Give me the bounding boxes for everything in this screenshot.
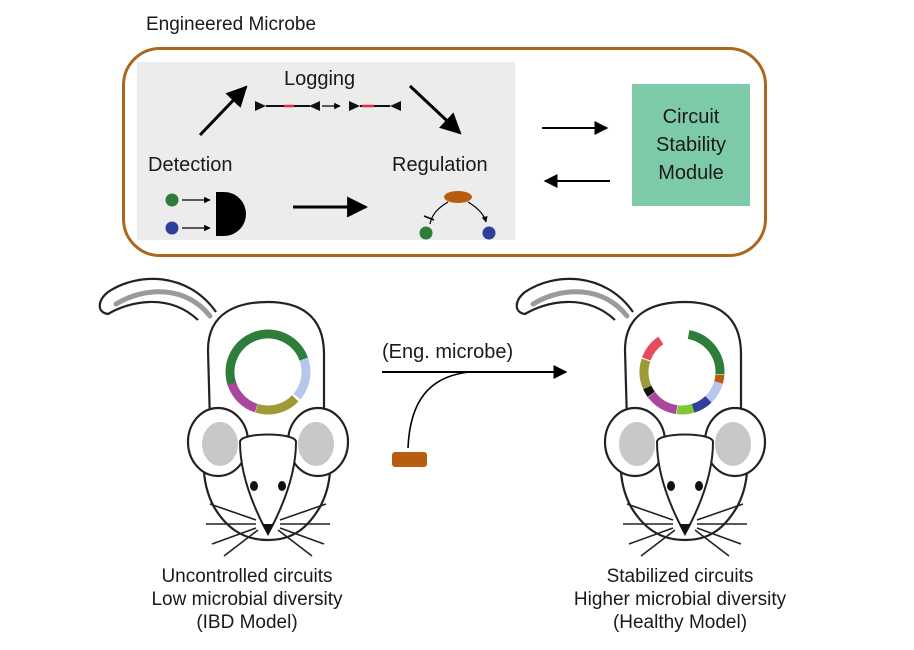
repression-line bbox=[429, 201, 449, 225]
right-mouse-icon bbox=[517, 279, 765, 556]
engineered-microbe-box bbox=[122, 47, 767, 257]
module-line-2: Stability bbox=[655, 134, 727, 156]
logging-construct-before bbox=[255, 101, 320, 111]
left-mouse-icon bbox=[100, 279, 348, 556]
right-caption-line-3: (Healthy Model) bbox=[612, 612, 748, 633]
sensor-icon bbox=[216, 192, 246, 236]
green-molecule-icon bbox=[165, 193, 179, 207]
circuit-stability-module: Circuit Stability Module bbox=[632, 84, 750, 206]
module-line-1: Circuit bbox=[662, 106, 720, 128]
blue-target-icon bbox=[482, 226, 496, 240]
right-caption: Stabilized circuits Higher microbial div… bbox=[520, 565, 840, 634]
left-caption: Uncontrolled circuits Low microbial dive… bbox=[87, 565, 407, 634]
blue-molecule-icon bbox=[165, 221, 179, 235]
module-line-3: Module bbox=[658, 162, 724, 184]
logging-construct-after bbox=[349, 101, 401, 111]
detection-label: Detection bbox=[148, 154, 233, 176]
left-caption-line-3: (IBD Model) bbox=[196, 612, 298, 633]
left-caption-line-2: Low microbial diversity bbox=[151, 589, 343, 610]
regulator-icon bbox=[444, 191, 472, 203]
microbe-delivery-line bbox=[407, 371, 471, 449]
right-caption-line-1: Stabilized circuits bbox=[606, 566, 754, 587]
logging-up-arrow bbox=[198, 85, 248, 137]
green-target-icon bbox=[419, 226, 433, 240]
circuit-panel bbox=[137, 62, 515, 240]
activation-arrow bbox=[467, 201, 488, 223]
left-caption-line-1: Uncontrolled circuits bbox=[161, 566, 333, 587]
regulation-label: Regulation bbox=[392, 154, 488, 176]
right-caption-line-2: Higher microbial diversity bbox=[573, 589, 787, 610]
logging-label: Logging bbox=[284, 68, 356, 90]
diagram-title: Engineered Microbe bbox=[146, 14, 317, 35]
transition-label: (Eng. microbe) bbox=[382, 341, 514, 363]
logging-down-arrow bbox=[408, 84, 462, 135]
engineered-microbe-icon bbox=[392, 452, 427, 467]
